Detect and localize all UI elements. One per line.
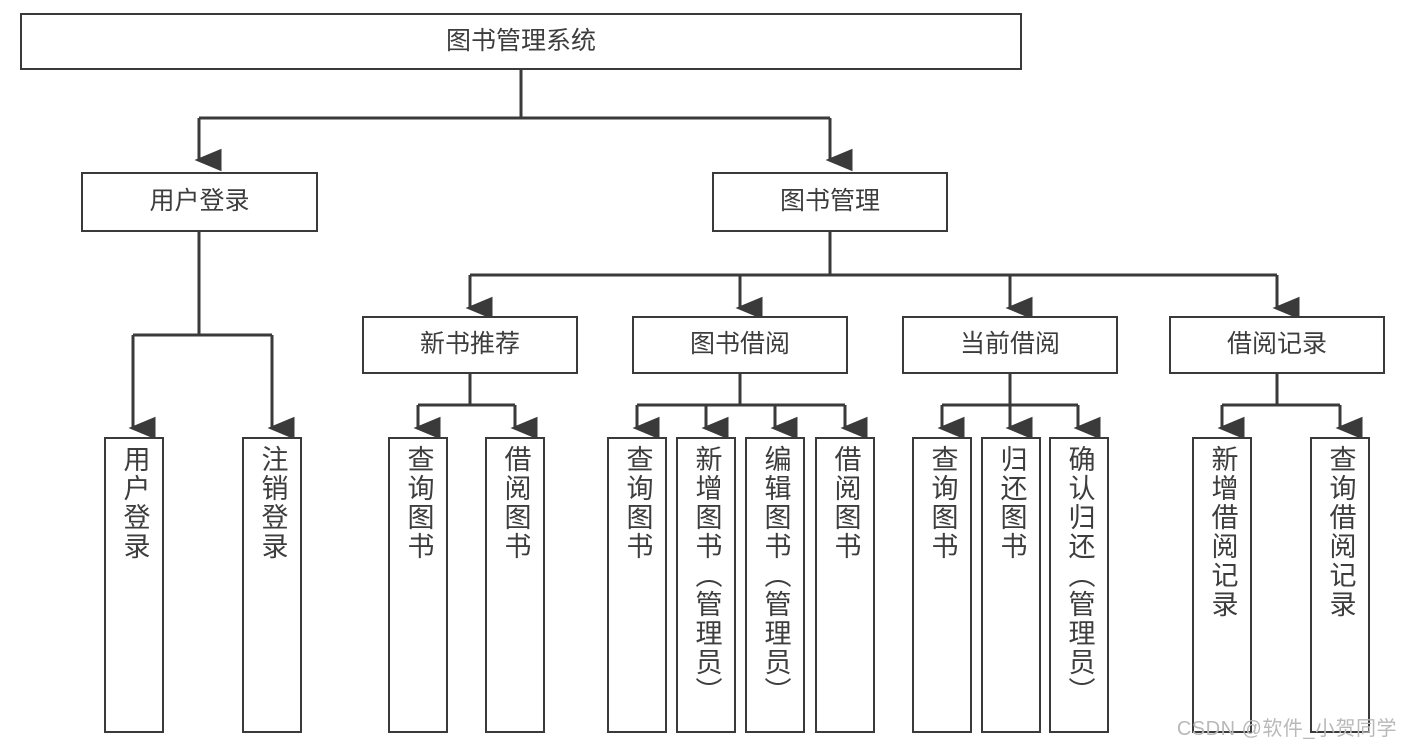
node-label: 查询图书 — [622, 445, 653, 561]
node-label: 借阅图书 — [500, 445, 531, 561]
node-label: 编辑图书（管理员） — [760, 445, 791, 706]
node-root-book-management-system[interactable]: 图书管理系统 — [20, 13, 1022, 70]
node-leaf-user-login[interactable]: 用户登录 — [104, 437, 164, 733]
node-current-borrow[interactable]: 当前借阅 — [902, 316, 1118, 374]
node-label: 查询图书 — [927, 445, 958, 561]
node-label: 新增借阅记录 — [1207, 445, 1238, 619]
node-leaf-edit-book-admin[interactable]: 编辑图书（管理员） — [745, 437, 805, 733]
node-label: 图书借阅 — [689, 330, 790, 359]
node-label: 查询借阅记录 — [1325, 445, 1356, 619]
node-label: 当前借阅 — [959, 330, 1060, 359]
node-user-login[interactable]: 用户登录 — [81, 172, 318, 232]
node-borrow-record[interactable]: 借阅记录 — [1169, 316, 1385, 374]
node-label: 新增图书（管理员） — [691, 445, 722, 706]
node-leaf-query-book-recommend[interactable]: 查询图书 — [388, 437, 448, 733]
node-leaf-add-book-admin[interactable]: 新增图书（管理员） — [676, 437, 736, 733]
node-label: 借阅记录 — [1226, 330, 1327, 359]
node-label: 图书管理系统 — [445, 26, 596, 55]
node-leaf-logout[interactable]: 注销登录 — [242, 437, 302, 733]
node-leaf-add-borrow-record[interactable]: 新增借阅记录 — [1192, 437, 1252, 733]
node-leaf-return-book[interactable]: 归还图书 — [981, 437, 1041, 733]
node-book-borrow[interactable]: 图书借阅 — [632, 316, 848, 374]
node-leaf-query-book-current[interactable]: 查询图书 — [912, 437, 972, 733]
node-leaf-borrow-book-recommend[interactable]: 借阅图书 — [485, 437, 545, 733]
node-label: 归还图书 — [996, 445, 1027, 561]
node-label: 用户登录 — [149, 187, 250, 216]
watermark: CSDN @软件_小贺同学 — [1176, 718, 1397, 740]
node-new-book-recommend[interactable]: 新书推荐 — [362, 316, 578, 374]
node-label: 新书推荐 — [419, 330, 520, 359]
node-label: 图书管理 — [779, 187, 880, 216]
node-leaf-query-borrow-record[interactable]: 查询借阅记录 — [1310, 437, 1370, 733]
node-label: 用户登录 — [119, 445, 150, 561]
node-leaf-confirm-return-admin[interactable]: 确认归还（管理员） — [1049, 437, 1109, 733]
node-label: 注销登录 — [257, 445, 288, 561]
node-leaf-query-book-borrow[interactable]: 查询图书 — [607, 437, 667, 733]
node-label: 确认归还（管理员） — [1064, 445, 1095, 706]
node-label: 查询图书 — [403, 445, 434, 561]
node-label: 借阅图书 — [830, 445, 861, 561]
node-leaf-borrow-book[interactable]: 借阅图书 — [815, 437, 875, 733]
node-book-management[interactable]: 图书管理 — [712, 172, 948, 232]
